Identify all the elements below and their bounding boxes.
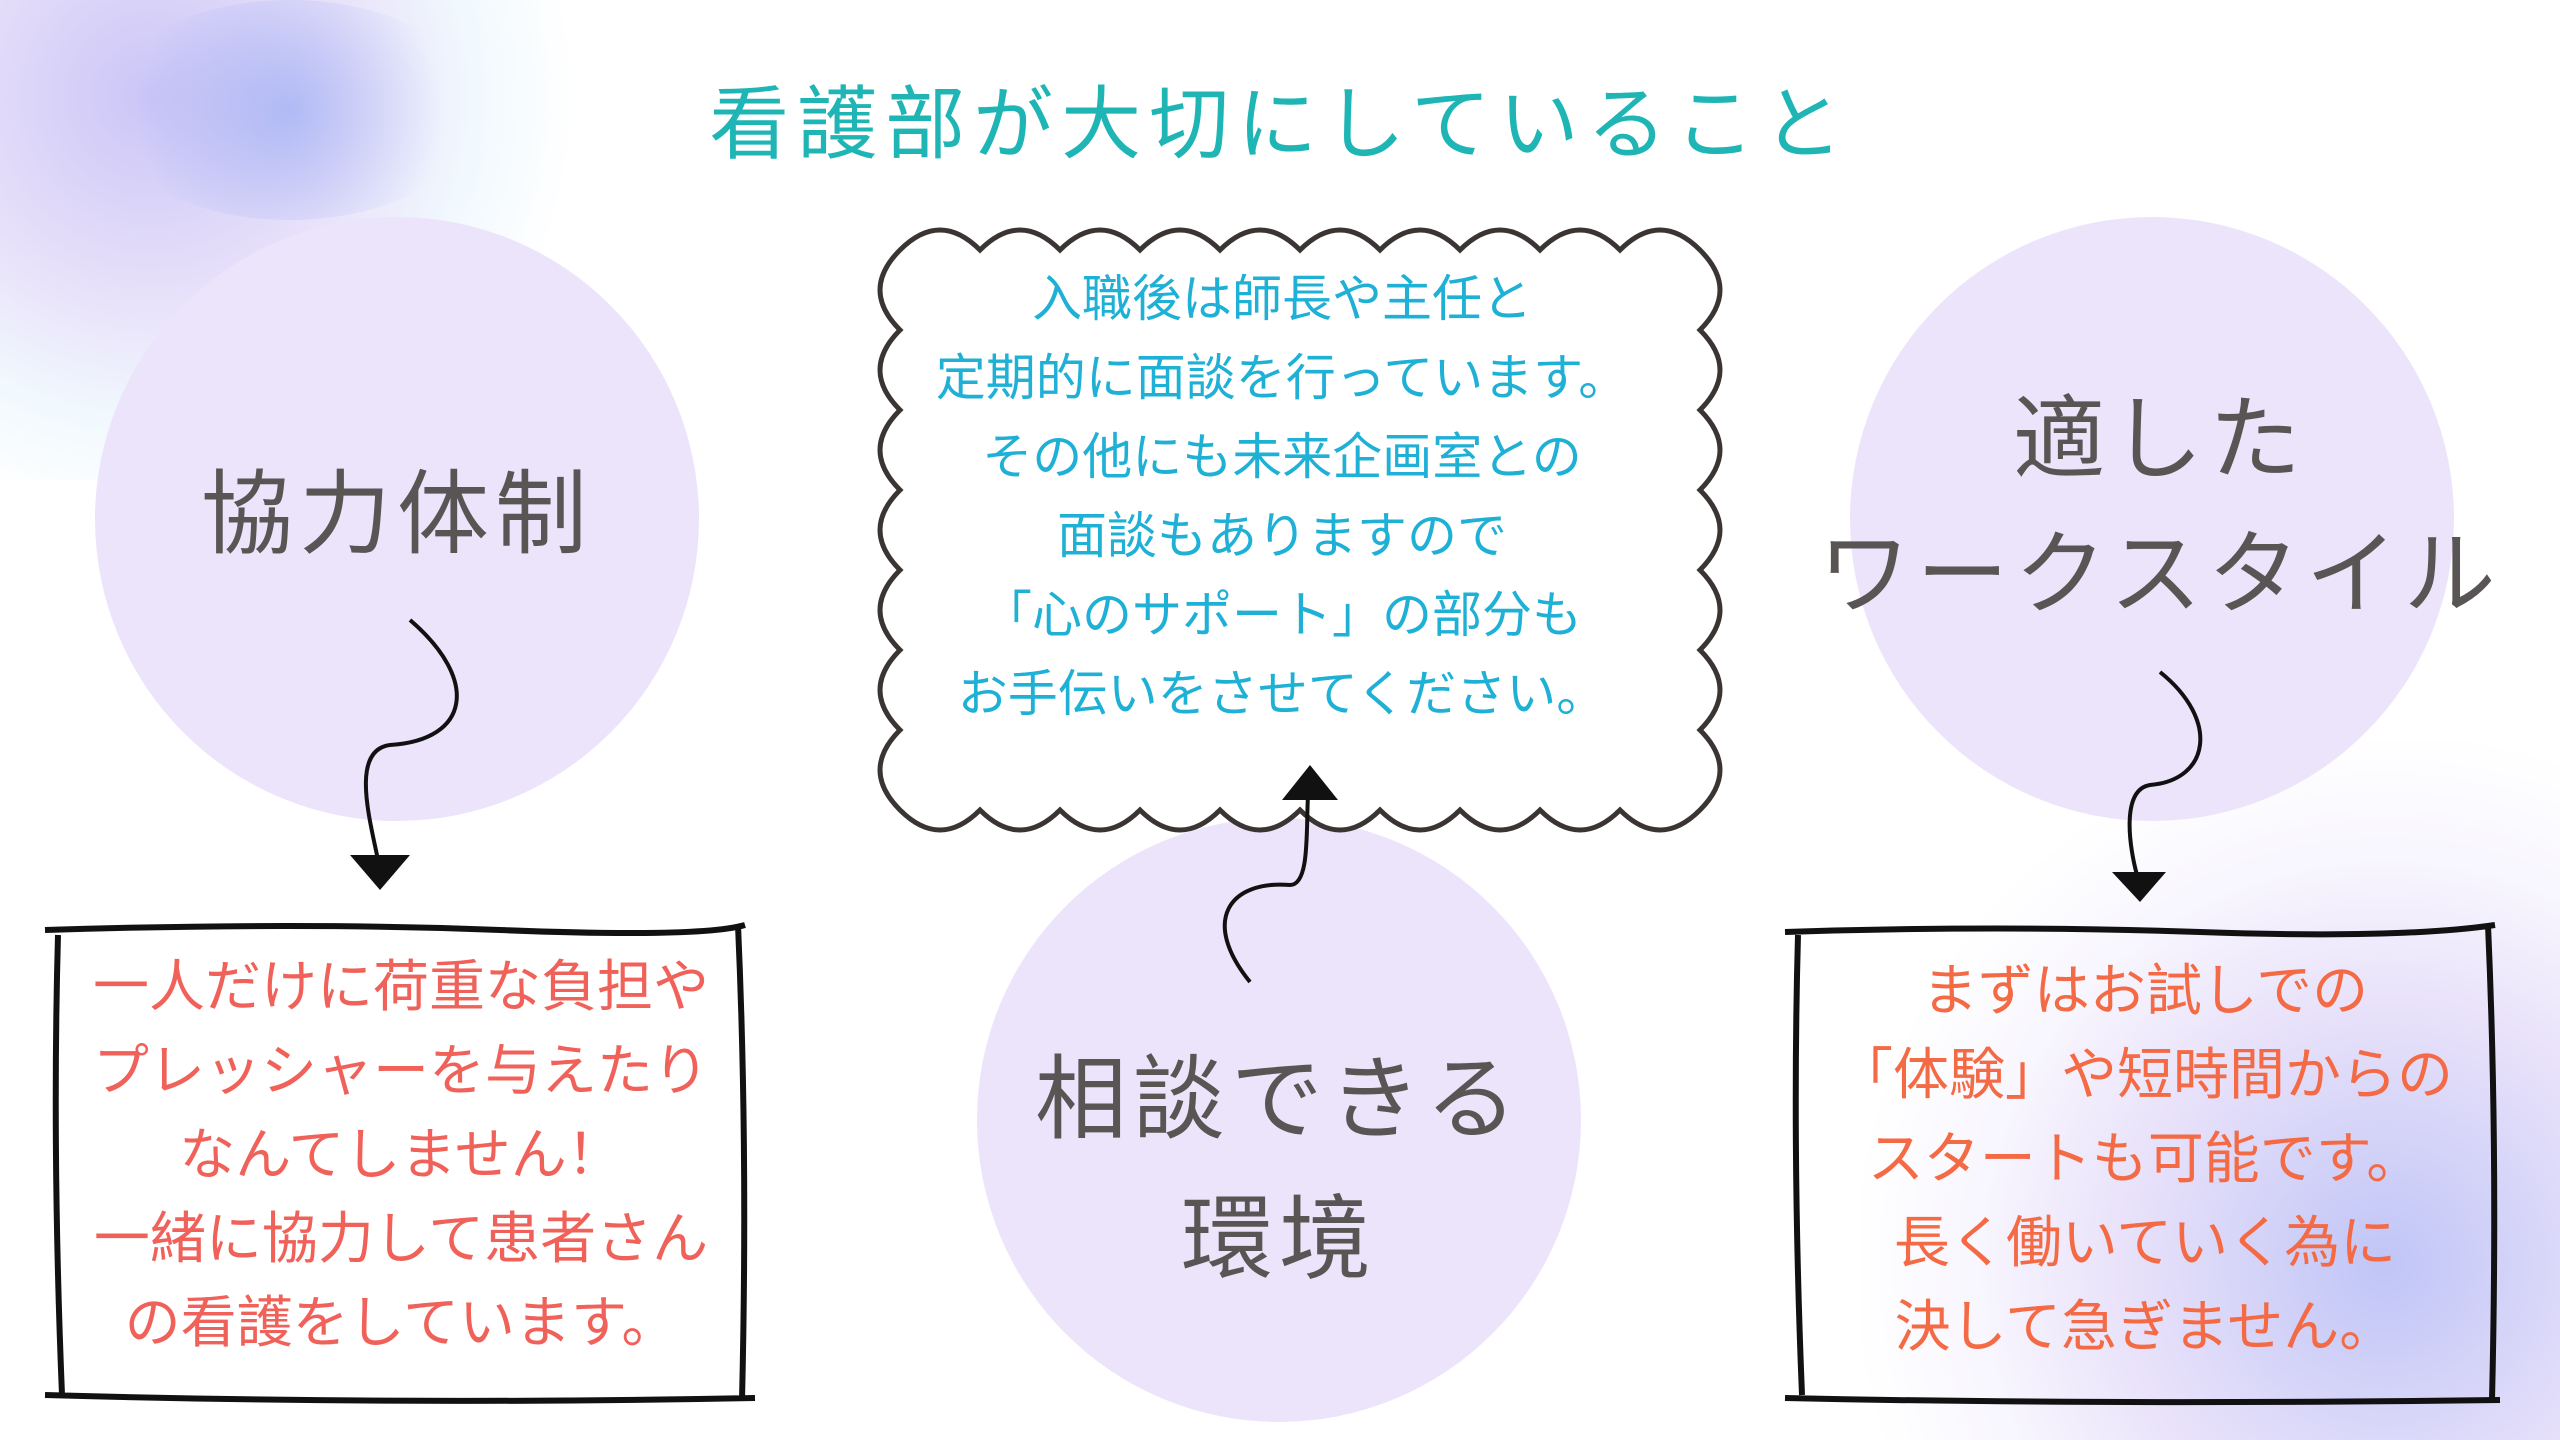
speech-cloud [877,227,1723,833]
text-line: 一人だけに荷重な負担や [93,955,709,1020]
left-circle [95,217,699,821]
right-arrow [2127,670,2203,876]
center-circle [977,818,1581,1422]
text-line: お手伝いをさせてください。 [957,665,1607,723]
text-line: 定期的に面談を行っています。 [935,349,1629,407]
text-line: まずはお試しでの [1921,959,2369,1024]
right-circle [1850,217,2454,821]
right-heading-line-1: 適した [2012,386,2307,493]
text-line: 「体験」や短時間からの [1837,1043,2453,1108]
text-line: プレッシャーを与えたり [93,1039,709,1104]
center-arrowhead [1282,765,1338,800]
center-arrow [1222,794,1310,984]
text-line: スタートも可能です。 [1867,1127,2423,1192]
center-bubble-text: 入職後は師長や主任と 定期的に面談を行っています。 その他にも未来企画室との 面… [849,260,1715,734]
text-line: 「心のサポート」の部分も [982,586,1582,644]
right-box-text: まずはお試しでの 「体験」や短時間からの スタートも可能です。 長く働いていく為… [1800,950,2490,1370]
center-heading-line-1: 相談できる [1034,1046,1524,1153]
page-title: 看護部が大切にしていること [709,78,1851,171]
center-heading-line-2: 環境 [1180,1186,1377,1293]
left-arrowhead [350,855,410,890]
text-line: 一緒に協力して患者さん [93,1207,709,1272]
right-box-frame [1784,922,2501,1406]
text-line: 長く働いていく為に [1893,1211,2397,1276]
text-line: 面談もありますので [1057,507,1507,565]
text-line: 決して急ぎません。 [1894,1295,2396,1360]
text-line: 入職後は師長や主任と [1032,270,1532,328]
left-heading: 協力体制 [200,461,593,568]
left-box-frame [44,922,756,1404]
right-heading-line-2: ワークスタイル [1818,521,2502,628]
left-box-text: 一人だけに荷重な負担や プレッシャーを与えたり なんてしません！ 一緒に協力して… [56,946,746,1366]
watercolor-decoration-bottom-right [1860,740,2560,1440]
text-line: の看護をしています。 [124,1291,678,1356]
text-line: その他にも未来企画室との [982,428,1582,486]
watercolor-decoration-top-left-accent [100,0,480,220]
left-arrow [363,618,459,861]
right-arrowhead [2112,872,2166,902]
text-line: なんてしません！ [179,1123,623,1188]
